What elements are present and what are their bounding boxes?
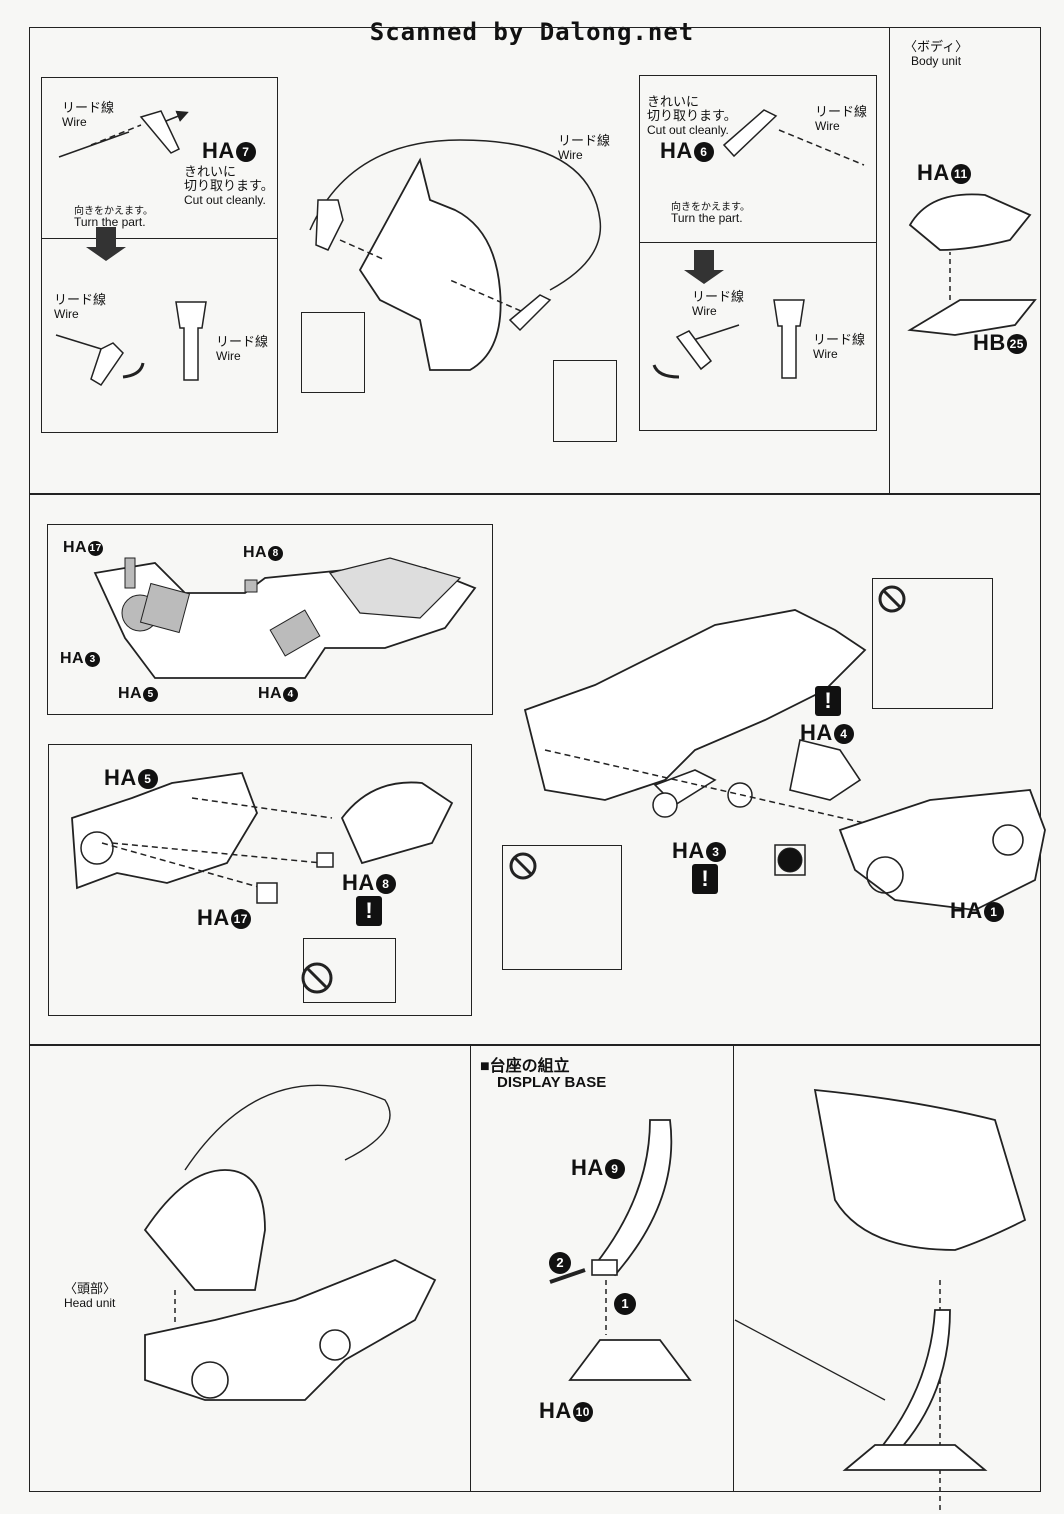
right-divider	[639, 242, 877, 243]
head-unit-label: 〈頭部〉Head unit	[64, 1281, 117, 1311]
display-base-drawing	[549, 1119, 692, 1381]
warning-ha8: !	[356, 896, 382, 926]
internal-view-drawing	[93, 557, 477, 679]
base-mount-drawing	[734, 1088, 1027, 1514]
left-wire-box	[41, 77, 278, 433]
no-sign-right	[878, 585, 906, 613]
warning-ha4: !	[815, 686, 841, 716]
display-base-subtitle: DISPLAY BASE	[497, 1074, 607, 1091]
exploded-view-box	[48, 744, 472, 1016]
right-wire-box	[639, 75, 877, 431]
turn-part-label-1: 向きをかえます。Turn the part.	[74, 206, 153, 229]
body-unit-panel	[889, 27, 1041, 494]
right-wire-drawings	[652, 109, 865, 379]
head-assembly-drawing	[309, 139, 602, 371]
step-1-marker: 1	[614, 1293, 636, 1315]
cut-cleanly-label-1: きれいに切り取ります。Cut out cleanly.	[184, 164, 274, 208]
warning-ha3: !	[692, 864, 718, 894]
left-divider	[41, 238, 278, 239]
base-divider	[733, 1045, 734, 1492]
detail-box-left	[301, 312, 365, 393]
internal-view-box	[47, 524, 493, 715]
middle-panel	[29, 494, 1041, 1045]
detail-box-right	[553, 360, 617, 442]
step-2-marker: 2	[549, 1252, 571, 1274]
cut-cleanly-label-2: きれいに切り取ります。Cut out cleanly.	[647, 94, 737, 138]
display-base-title: ■台座の組立	[480, 1058, 570, 1075]
no-detail-box-right	[872, 578, 993, 709]
no-ha3-detail-box	[502, 845, 622, 970]
exploded-view-drawing	[71, 772, 454, 994]
scan-credit: Scanned by Dalong.net	[369, 18, 695, 46]
body-unit-label: 〈ボディ〉Body unit	[904, 39, 969, 69]
display-base-panel	[470, 1045, 1041, 1492]
final-assembly-drawing	[143, 1084, 437, 1401]
body-unit-drawing	[907, 193, 1037, 336]
left-wire-drawings	[55, 110, 207, 387]
no-sign-ha3	[509, 852, 537, 880]
turn-part-label-2: 向きをかえます。Turn the part.	[671, 202, 750, 225]
